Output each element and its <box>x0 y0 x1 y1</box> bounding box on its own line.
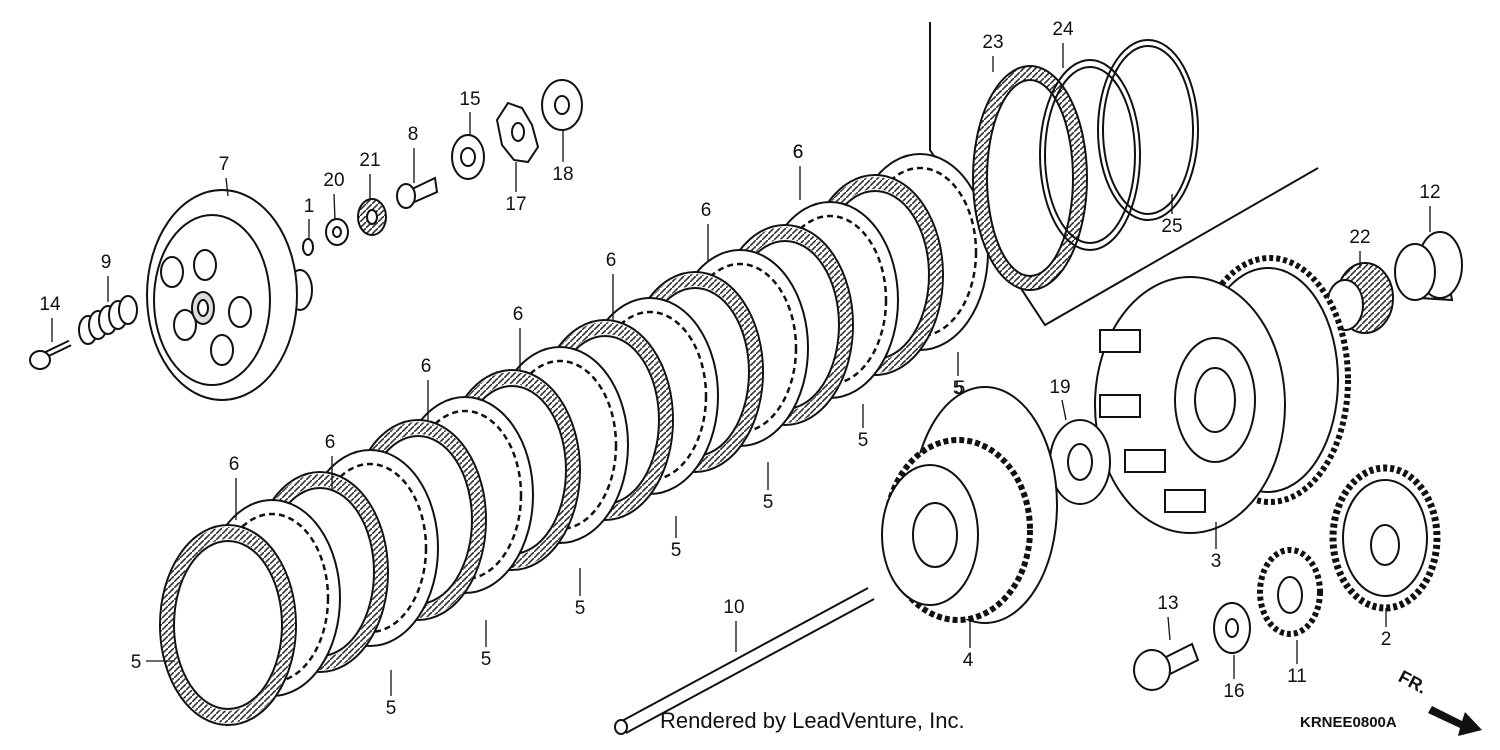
callout-10: 10 <box>723 597 744 618</box>
callout-15: 15 <box>459 89 480 110</box>
callout-6: 6 <box>793 142 804 163</box>
clutch-plate-stack <box>159 153 989 726</box>
collar-and-bearing <box>1326 231 1463 334</box>
callout-7: 7 <box>219 154 230 175</box>
callout-22: 22 <box>1349 227 1370 248</box>
callout-6: 6 <box>701 200 712 221</box>
thrust-washer <box>1049 419 1111 505</box>
leader-lines <box>51 43 1431 696</box>
bolt-14 <box>29 339 72 370</box>
callout-12: 12 <box>1419 182 1440 203</box>
kit-rings <box>972 39 1199 291</box>
callout-6: 6 <box>421 356 432 377</box>
callout-19: 19 <box>1049 377 1070 398</box>
callout-8: 8 <box>408 124 419 145</box>
callout-20: 20 <box>323 170 344 191</box>
callout-5: 5 <box>386 698 397 719</box>
callout-24: 24 <box>1052 19 1074 40</box>
callout-18: 18 <box>552 164 573 185</box>
footer-credit: Rendered by LeadVenture, Inc. <box>660 708 965 733</box>
callout-6: 6 <box>229 454 240 475</box>
callout-5: 5 <box>858 430 869 451</box>
pressure-plate <box>146 189 313 401</box>
diagram-code: KRNEE0800A <box>1300 714 1397 731</box>
callout-5: 5 <box>671 540 682 561</box>
leader-line <box>1061 399 1067 421</box>
leader-line <box>333 193 336 221</box>
callout-23: 23 <box>982 32 1003 53</box>
callout-16: 16 <box>1223 681 1244 702</box>
callout-3: 3 <box>1211 551 1222 572</box>
callout-2: 2 <box>1381 629 1392 650</box>
callout-17: 17 <box>505 194 526 215</box>
callout-6: 6 <box>325 432 336 453</box>
callout-6: 6 <box>513 304 524 325</box>
callout-5: 5 <box>953 378 964 399</box>
callout-25: 25 <box>1161 216 1182 237</box>
gears-and-fasteners <box>1133 464 1441 691</box>
leader-line <box>225 177 229 197</box>
callout-5: 5 <box>763 492 774 513</box>
callout-5: 5 <box>575 598 586 619</box>
callout-11: 11 <box>1287 666 1307 687</box>
callout-5: 5 <box>955 378 966 399</box>
arrow-down-right-icon <box>1428 706 1482 736</box>
callout-13: 13 <box>1157 593 1178 614</box>
callout-21: 21 <box>359 150 380 171</box>
small-hardware <box>302 79 583 256</box>
leader-line <box>1167 616 1171 641</box>
callout-6: 6 <box>793 142 804 163</box>
callout-1: 1 <box>304 196 315 217</box>
callout-5: 5 <box>131 652 142 673</box>
clutch-center <box>881 386 1058 624</box>
callout-4: 4 <box>963 650 974 671</box>
clutch-outer <box>1094 255 1351 534</box>
callout-5: 5 <box>481 649 492 670</box>
callout-9: 9 <box>101 252 112 273</box>
clutch-spring <box>78 295 138 345</box>
push-rod <box>614 587 875 735</box>
callout-6: 6 <box>606 250 617 271</box>
friction-disc <box>159 524 297 726</box>
callout-14: 14 <box>39 294 61 315</box>
